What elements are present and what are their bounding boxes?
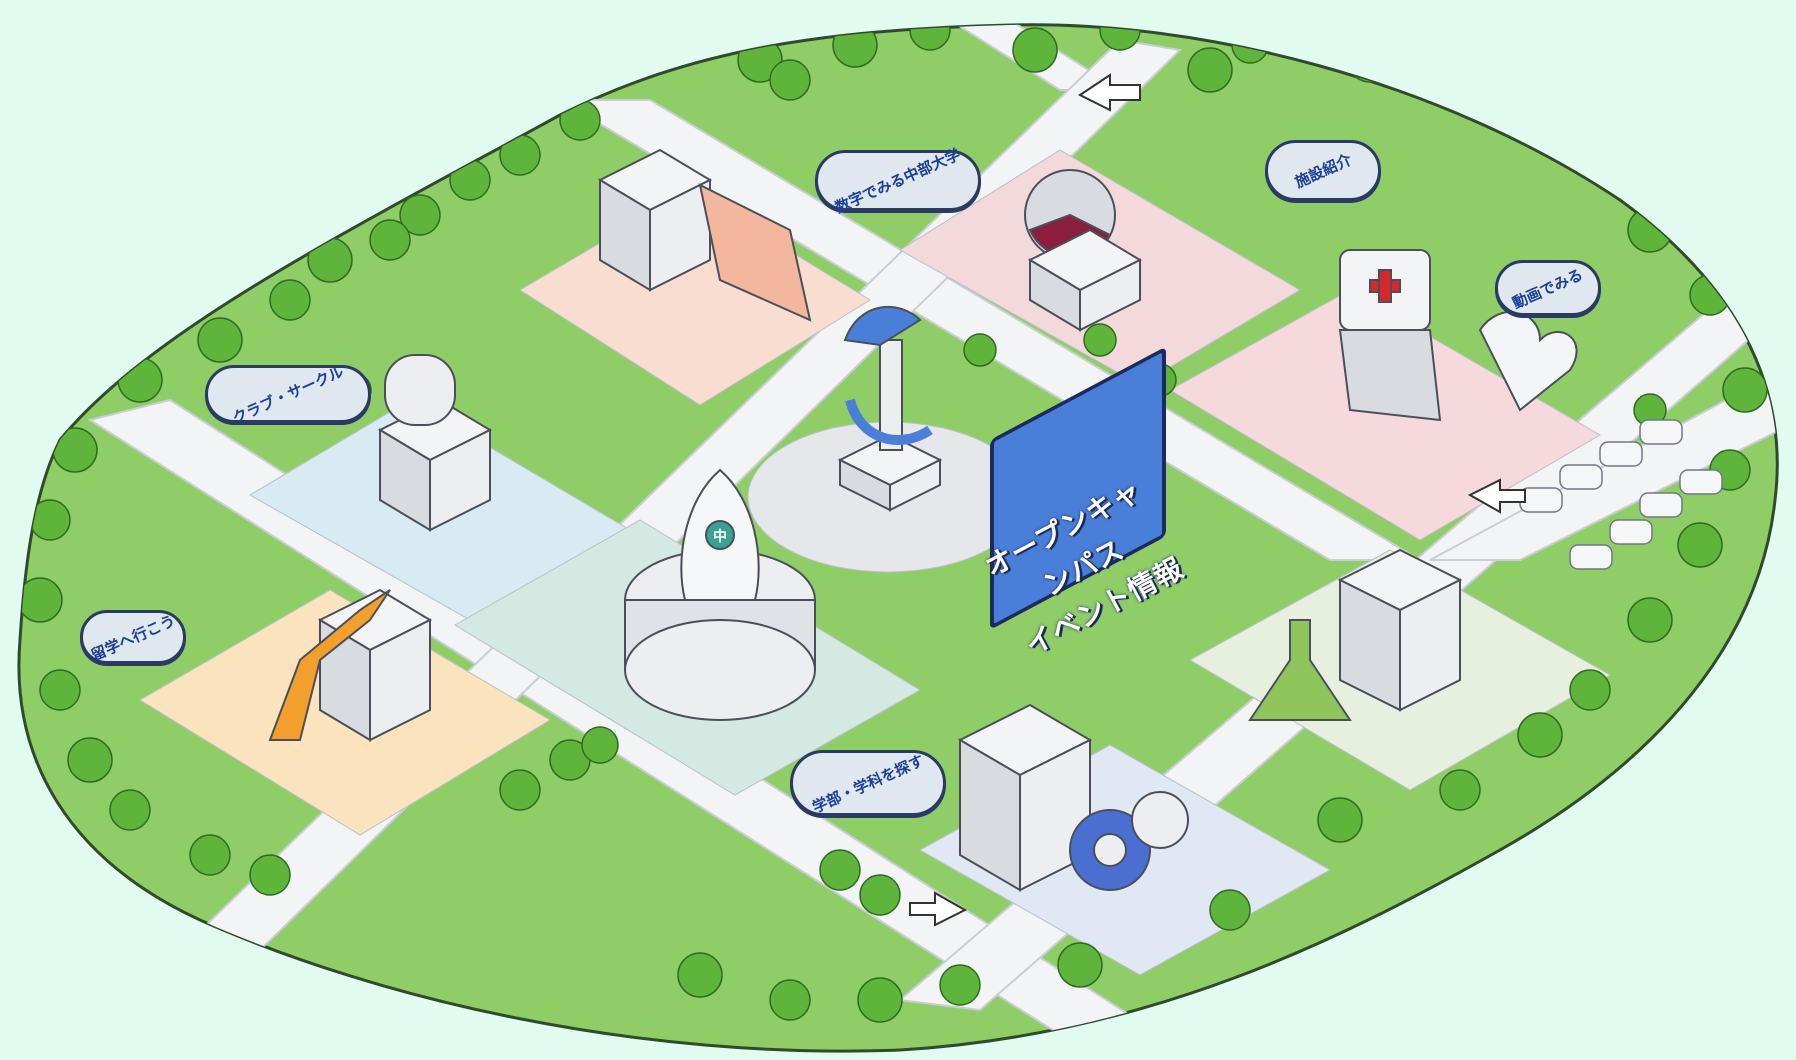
open-campus-event-billboard[interactable]: オープンキャンパス イベント情報 <box>979 346 1189 662</box>
buildings <box>268 148 1578 892</box>
video-label: 動画でみる <box>1510 264 1587 312</box>
study-abroad-link[interactable]: 留学へ行こう <box>80 610 186 664</box>
departments-label: 学部・学科を探す <box>809 750 927 817</box>
numbers-link[interactable]: 数字でみる中部大学 <box>815 145 981 217</box>
road-arrows <box>909 73 1526 927</box>
clubs-link[interactable]: クラブ・サークル <box>205 362 371 427</box>
departments-link[interactable]: 学部・学科を探す <box>790 750 946 816</box>
facilities-label: 施設紹介 <box>1292 150 1355 192</box>
study-abroad-label: 留学へ行こう <box>88 610 178 664</box>
facilities-link[interactable]: 施設紹介 <box>1265 140 1381 201</box>
video-link[interactable]: 動画でみる <box>1495 260 1601 316</box>
clubs-label: クラブ・サークル <box>229 361 347 427</box>
parked-cars <box>1519 419 1723 570</box>
numbers-label: 数字でみる中部大学 <box>832 145 964 217</box>
rocket-badge-text: 中 <box>713 529 727 545</box>
rocket-badge: 中 <box>706 522 734 550</box>
zone-medical <box>1169 289 1601 541</box>
